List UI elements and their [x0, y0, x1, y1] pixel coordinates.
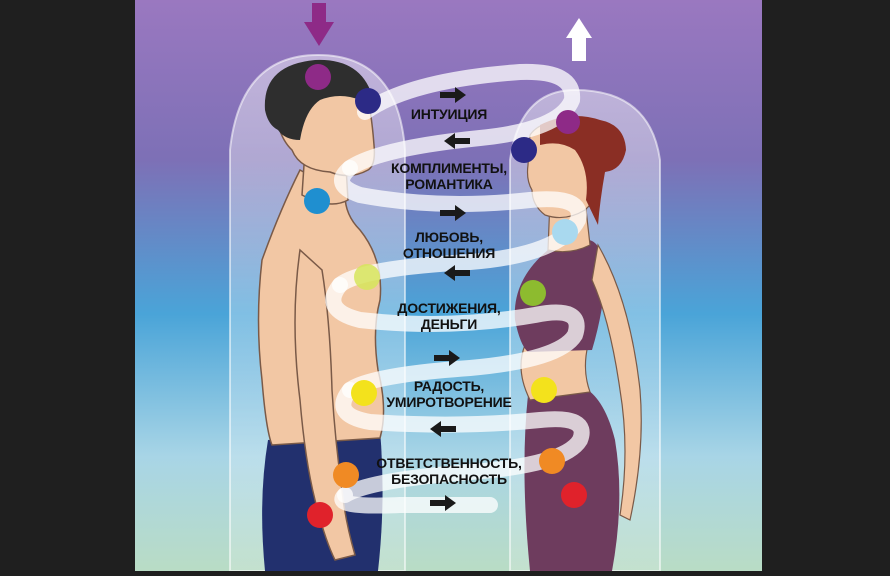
label-responsibility: ОТВЕТСТВЕННОСТЬ, БЕЗОПАСНОСТЬ	[364, 455, 534, 487]
arrow-down-icon	[304, 3, 334, 46]
label-responsibility-line1: ОТВЕТСТВЕННОСТЬ,	[376, 455, 522, 471]
label-love: ЛЮБОВЬ, ОТНОШЕНИЯ	[364, 229, 534, 261]
label-joy-line2: УМИРОТВОРЕНИЕ	[386, 394, 512, 410]
arrow-up-icon	[566, 18, 592, 61]
label-romance-line1: КОМПЛИМЕНТЫ,	[391, 160, 507, 176]
woman-third-eye-chakra	[511, 137, 537, 163]
man-crown-chakra	[305, 64, 331, 90]
label-achievements-line2: ДЕНЬГИ	[420, 316, 478, 332]
man-heart-chakra	[354, 264, 380, 290]
man-root-chakra	[307, 502, 333, 528]
man-throat-chakra	[304, 188, 330, 214]
label-joy: РАДОСТЬ, УМИРОТВОРЕНИЕ	[364, 378, 534, 410]
woman-root-chakra	[561, 482, 587, 508]
energy-ribbon	[325, 63, 590, 514]
man-sacral-chakra	[333, 462, 359, 488]
label-love-line1: ЛЮБОВЬ,	[415, 229, 483, 245]
label-love-line2: ОТНОШЕНИЯ	[402, 245, 496, 261]
woman-throat-chakra	[552, 219, 578, 245]
label-responsibility-line2: БЕЗОПАСНОСТЬ	[391, 471, 507, 487]
label-romance: КОМПЛИМЕНТЫ, РОМАНТИКА	[364, 160, 534, 192]
label-intuition-text: ИНТУИЦИЯ	[410, 106, 488, 122]
woman-heart-chakra	[520, 280, 546, 306]
woman-sacral-chakra	[539, 448, 565, 474]
woman-solar-chakra	[531, 377, 557, 403]
label-romance-line2: РОМАНТИКА	[405, 176, 493, 192]
man-third-eye-chakra	[355, 88, 381, 114]
label-achievements-line1: ДОСТИЖЕНИЯ,	[397, 300, 501, 316]
label-joy-line1: РАДОСТЬ,	[413, 378, 485, 394]
label-achievements: ДОСТИЖЕНИЯ, ДЕНЬГИ	[364, 300, 534, 332]
man-solar-chakra	[351, 380, 377, 406]
arrow-icon	[430, 87, 470, 511]
label-intuition: ИНТУИЦИЯ	[364, 106, 534, 122]
woman-crown-chakra	[556, 110, 580, 134]
